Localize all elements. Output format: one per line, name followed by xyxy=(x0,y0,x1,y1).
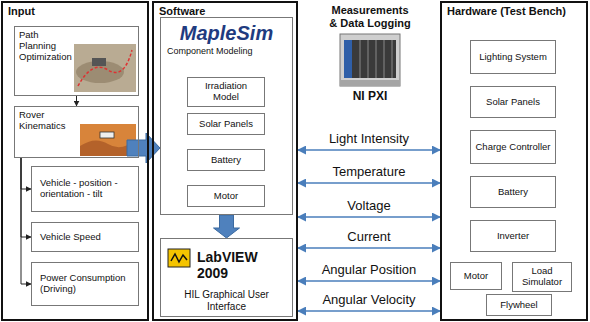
panel-title: Input xyxy=(8,5,35,18)
labview-box: LabVIEW 2009HIL Graphical User Interface xyxy=(160,238,293,317)
flow-arrow xyxy=(21,158,31,189)
hardware-box: Load Simulator xyxy=(512,262,572,292)
process-box: Path Planning Optimization xyxy=(14,26,139,96)
box-text: Solar Panels xyxy=(199,119,253,130)
signal-arrow xyxy=(298,182,440,184)
icon-frame xyxy=(168,249,190,267)
panel-title: Software xyxy=(159,5,205,18)
hardware-box: Battery xyxy=(470,176,556,208)
chassis-base xyxy=(340,80,400,86)
box-text: Battery xyxy=(498,187,528,198)
component-box: Solar Panels xyxy=(187,113,265,135)
signal-arrow xyxy=(298,216,440,218)
ni-pxi-picture xyxy=(340,34,400,86)
block-arrow xyxy=(127,133,160,163)
box-text: Motor xyxy=(214,191,238,202)
component-box: Motor xyxy=(187,185,265,207)
box-text: Motor xyxy=(464,271,488,282)
box-text: Battery xyxy=(211,155,241,166)
box-text: Component Modeling xyxy=(167,46,286,56)
signal-label: Angular Velocity xyxy=(320,293,417,308)
hardware-panel: Hardware (Test Bench) Lighting SystemSola… xyxy=(440,1,588,321)
process-box: Vehicle Speed xyxy=(31,222,139,252)
box-text: Lighting System xyxy=(479,52,547,63)
signal-arrow xyxy=(298,310,440,312)
box-text: Charge Controller xyxy=(476,142,551,153)
maplesim-box: MapleSimComponent ModelingIrradiation Mo… xyxy=(160,17,293,215)
box-text: Flywheel xyxy=(500,300,538,311)
box-text: Rover Kinematics xyxy=(19,110,79,132)
signal-arrow xyxy=(298,280,440,282)
path-planning-picture xyxy=(74,44,136,92)
chassis xyxy=(340,34,400,86)
box-text: LabVIEW 2009 xyxy=(167,249,286,281)
hardware-box: Motor xyxy=(450,262,502,290)
hardware-box: Flywheel xyxy=(486,294,552,316)
box-text: Load Simulator xyxy=(517,266,567,288)
controller-module xyxy=(344,40,352,78)
signal-label: Angular Position xyxy=(320,263,419,278)
process-box: Vehicle - position - orientation - tilt xyxy=(31,166,139,212)
process-box: Power Consumption (Driving) xyxy=(31,262,139,306)
rover-icon xyxy=(100,132,114,138)
panel-title: Hardware (Test Bench) xyxy=(447,5,566,18)
box-text: MapleSim xyxy=(167,22,286,45)
signal-label: Temperature xyxy=(331,165,408,180)
signal-label: Voltage xyxy=(345,199,392,214)
hardware-box: Charge Controller xyxy=(470,130,556,164)
rover-icon xyxy=(92,58,106,66)
flow-arrow xyxy=(21,158,31,237)
box-text: Path Planning Optimization xyxy=(19,30,77,63)
signal-label: Current xyxy=(345,230,392,245)
signal-label: Light Intensity xyxy=(327,132,411,147)
box-text: Vehicle - position - orientation - tilt xyxy=(40,178,124,200)
input-panel: InputPath Planning OptimizationRover Kin… xyxy=(1,1,149,321)
labview-icon xyxy=(168,249,190,267)
box-text: Solar Panels xyxy=(486,97,540,108)
module-slots xyxy=(360,40,392,78)
component-box: Irradiation Model xyxy=(187,77,265,107)
hardware-box: Lighting System xyxy=(470,40,556,74)
module-bay xyxy=(344,40,396,78)
terrain xyxy=(74,44,136,92)
signal-arrow xyxy=(298,247,440,249)
hardware-box: Inverter xyxy=(470,220,556,252)
flow-arrow xyxy=(21,158,31,284)
software-panel: SoftwareMapleSimComponent ModelingIrradi… xyxy=(152,1,298,321)
section-heading: Measurements & Data Logging xyxy=(327,4,413,29)
signal-arrow xyxy=(298,149,440,151)
device-label: NI PXI xyxy=(320,90,420,104)
box-text: Inverter xyxy=(497,231,529,242)
component-box: Battery xyxy=(187,149,265,171)
flow-arrow xyxy=(76,96,77,106)
icon-wave xyxy=(171,254,187,262)
box-text: HIL Graphical User Interface xyxy=(167,289,286,312)
planned-path xyxy=(78,50,132,86)
box-text: Power Consumption (Driving) xyxy=(40,273,130,295)
block-arrow xyxy=(214,215,240,238)
hardware-box: Solar Panels xyxy=(470,86,556,118)
process-box: Rover Kinematics xyxy=(14,106,139,158)
box-text: Irradiation Model xyxy=(192,81,260,103)
box-text: Vehicle Speed xyxy=(40,232,101,243)
